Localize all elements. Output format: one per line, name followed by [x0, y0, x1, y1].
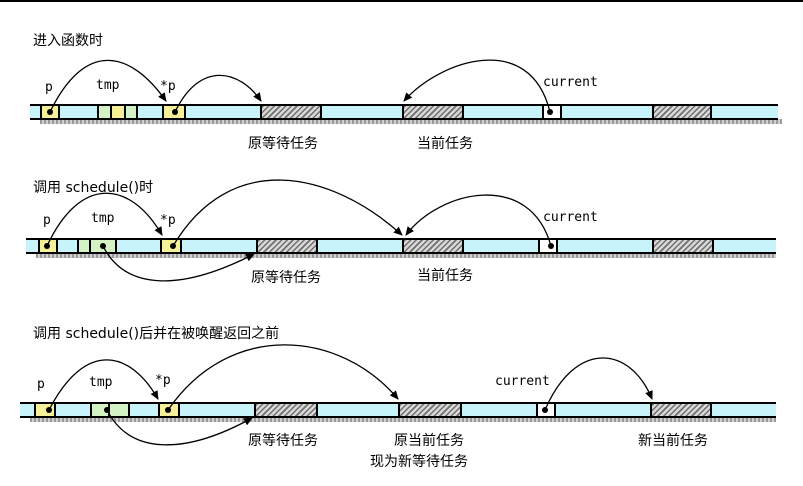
current-label: current [543, 75, 598, 90]
memory-shadow [40, 119, 782, 124]
current-task-block [402, 104, 464, 120]
arrow-p-to-star-p [49, 59, 167, 113]
waiting-task-block [254, 402, 318, 418]
tmp-cell [124, 104, 138, 120]
current-task-label: 当前任务 [417, 136, 473, 152]
star-p-label: *p [160, 213, 176, 228]
waiting-task-block [260, 104, 322, 120]
p-label: p [37, 377, 45, 392]
arrow-star-p-to-current [172, 179, 403, 247]
arrow-p-to-star-p [48, 359, 159, 411]
arrow-current-to-task [405, 194, 552, 247]
waiting-task-label: 原等待任务 [251, 270, 321, 286]
arrow-tmp-to-waiting [102, 245, 255, 282]
p-label: p [43, 213, 51, 228]
new-current-task-label: 新当前任务 [638, 433, 708, 449]
memory-shadow [30, 417, 776, 422]
waiting-task-block [256, 238, 318, 254]
tmp-label: tmp [96, 78, 120, 93]
other-task-block [652, 238, 714, 254]
current-task-block [402, 238, 464, 254]
scene-1-title: 进入函数时 [33, 33, 103, 49]
memory-shadow [36, 253, 776, 258]
tmp-label: tmp [89, 375, 113, 390]
waiting-task-label: 原等待任务 [248, 433, 318, 449]
scene-3-title: 调用 schedule()后并在被唤醒返回之前 [33, 326, 280, 342]
arrow-star-p-to-old-current [167, 344, 399, 411]
new-current-task-block [650, 402, 712, 418]
current-task-label: 当前任务 [417, 268, 473, 284]
memory-strip [20, 402, 776, 418]
scene-2-title: 调用 schedule()时 [33, 180, 154, 196]
memory-strip [26, 238, 776, 254]
arrow-current-to-new-task [544, 357, 653, 411]
current-label: current [495, 374, 550, 389]
waiting-task-label: 原等待任务 [248, 136, 318, 152]
star-p-label: *p [155, 373, 171, 388]
tmp-label: tmp [91, 211, 115, 226]
old-current-task-label: 原当前任务 [394, 433, 464, 449]
current-label: current [543, 210, 598, 225]
p-label: p [45, 80, 53, 95]
arrow-star-p-to-waiting [174, 74, 262, 113]
arrow-tmp-to-waiting [106, 409, 253, 446]
star-p-label: *p [160, 79, 176, 94]
arrow-p-to-star-p [46, 192, 163, 247]
top-border [0, 0, 803, 2]
new-waiting-task-label: 现为新等待任务 [370, 454, 468, 470]
arrow-current-to-task [403, 59, 551, 113]
other-task-block [652, 104, 712, 120]
old-current-task-block [398, 402, 462, 418]
memory-strip [30, 104, 778, 120]
